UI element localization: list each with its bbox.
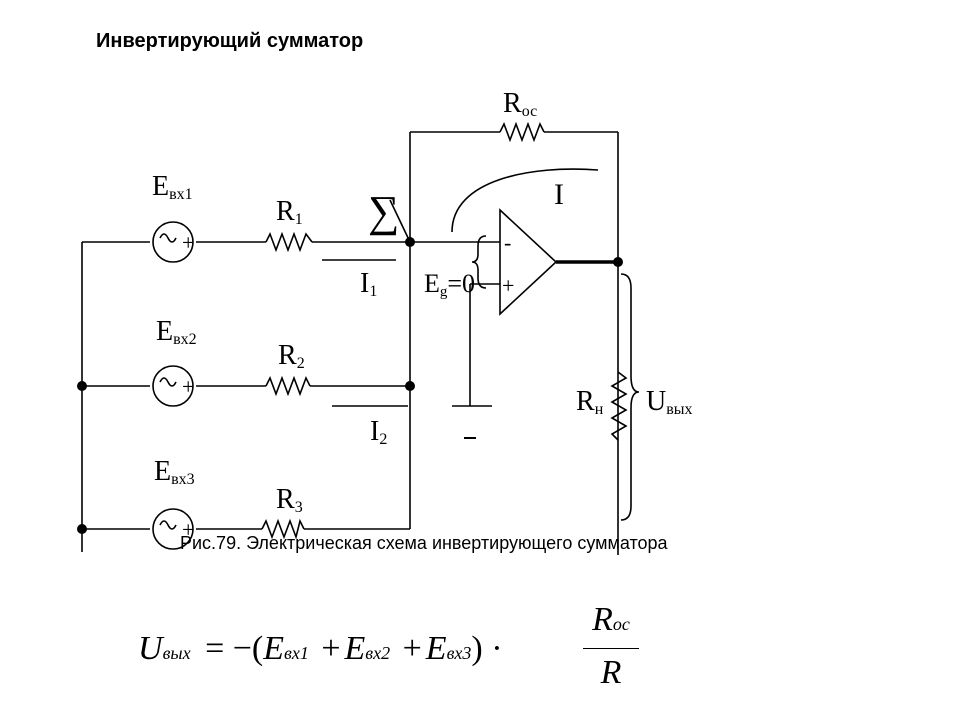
formula-dot: · xyxy=(491,630,503,667)
sum-pointer xyxy=(389,199,411,243)
formula-e2: E xyxy=(344,630,366,667)
r2-label: R2 xyxy=(278,340,305,372)
formula-lhs: U xyxy=(138,630,163,667)
formula-numerator-sub: ос xyxy=(612,614,630,634)
bus-junction-2 xyxy=(77,381,87,391)
i2-label: I2 xyxy=(370,416,387,448)
source2-plus-sign: + xyxy=(182,374,194,399)
formula-close: ) xyxy=(471,630,483,667)
formula-denominator: R xyxy=(600,654,622,691)
source3-plus-sign: + xyxy=(182,517,194,542)
formula-e1-sub: вх1 xyxy=(284,643,309,663)
output-junction xyxy=(613,257,623,267)
r2-resistor xyxy=(265,375,311,397)
r3-label: R3 xyxy=(276,484,303,516)
formula-e2-sub: вх2 xyxy=(365,643,391,663)
formula-numerator: R xyxy=(592,601,613,638)
eg-label: Eg=0 xyxy=(424,269,475,300)
page-title: Инвертирующий сумматор xyxy=(96,30,364,52)
evx1-label: Eвх1 xyxy=(152,171,193,203)
op-amp-triangle xyxy=(499,208,558,316)
source1-plus-sign: + xyxy=(182,230,194,255)
source3-wave xyxy=(159,520,177,530)
r1-label: R1 xyxy=(276,196,303,228)
eg-brace xyxy=(471,235,487,289)
formula-plus1: + xyxy=(321,630,341,667)
evx2-label: Eвх2 xyxy=(156,316,197,348)
sum-symbol: ∑ xyxy=(368,187,399,236)
formula-fraction: Rос R xyxy=(583,600,639,693)
formula-plus2: + xyxy=(402,630,422,667)
source-evx2-icon xyxy=(152,365,194,407)
rn-resistor xyxy=(610,371,628,441)
output-brace xyxy=(620,273,640,521)
evx3-label: Eвх3 xyxy=(154,456,195,488)
source-evx1-icon xyxy=(152,221,194,263)
formula-e3-sub: вх3 xyxy=(446,643,472,663)
r3-resistor xyxy=(261,518,305,540)
uvyx-label: Uвых xyxy=(646,386,693,418)
op-amp-minus: - xyxy=(504,230,511,255)
formula-eq: = −( xyxy=(205,630,264,667)
roc-resistor xyxy=(499,121,545,143)
i1-label: I1 xyxy=(360,268,377,300)
formula-e3: E xyxy=(425,630,447,667)
feedback-current-arc xyxy=(451,168,599,233)
r1-resistor xyxy=(265,231,313,253)
op-amp-plus: + xyxy=(502,273,514,298)
source-evx3-icon xyxy=(152,508,194,550)
formula-lhs-sub: вых xyxy=(162,643,191,663)
figure-caption: Рис.79. Электрическая схема инвертирующе… xyxy=(180,533,668,553)
summing-junction-2 xyxy=(405,381,415,391)
fraction-bar xyxy=(583,648,639,649)
formula-e1: E xyxy=(263,630,285,667)
rn-label: Rн xyxy=(576,386,604,418)
summing-junction-1 xyxy=(405,237,415,247)
summer-formula: Uвых = −(Eвх1 +Eвх2 +Eвх3) · Rос R xyxy=(138,600,658,700)
roc-label: Rос xyxy=(503,88,537,120)
source1-wave xyxy=(159,233,177,243)
feedback-current-label: I xyxy=(554,178,564,211)
source2-wave xyxy=(159,377,177,387)
bus-junction-3 xyxy=(77,524,87,534)
